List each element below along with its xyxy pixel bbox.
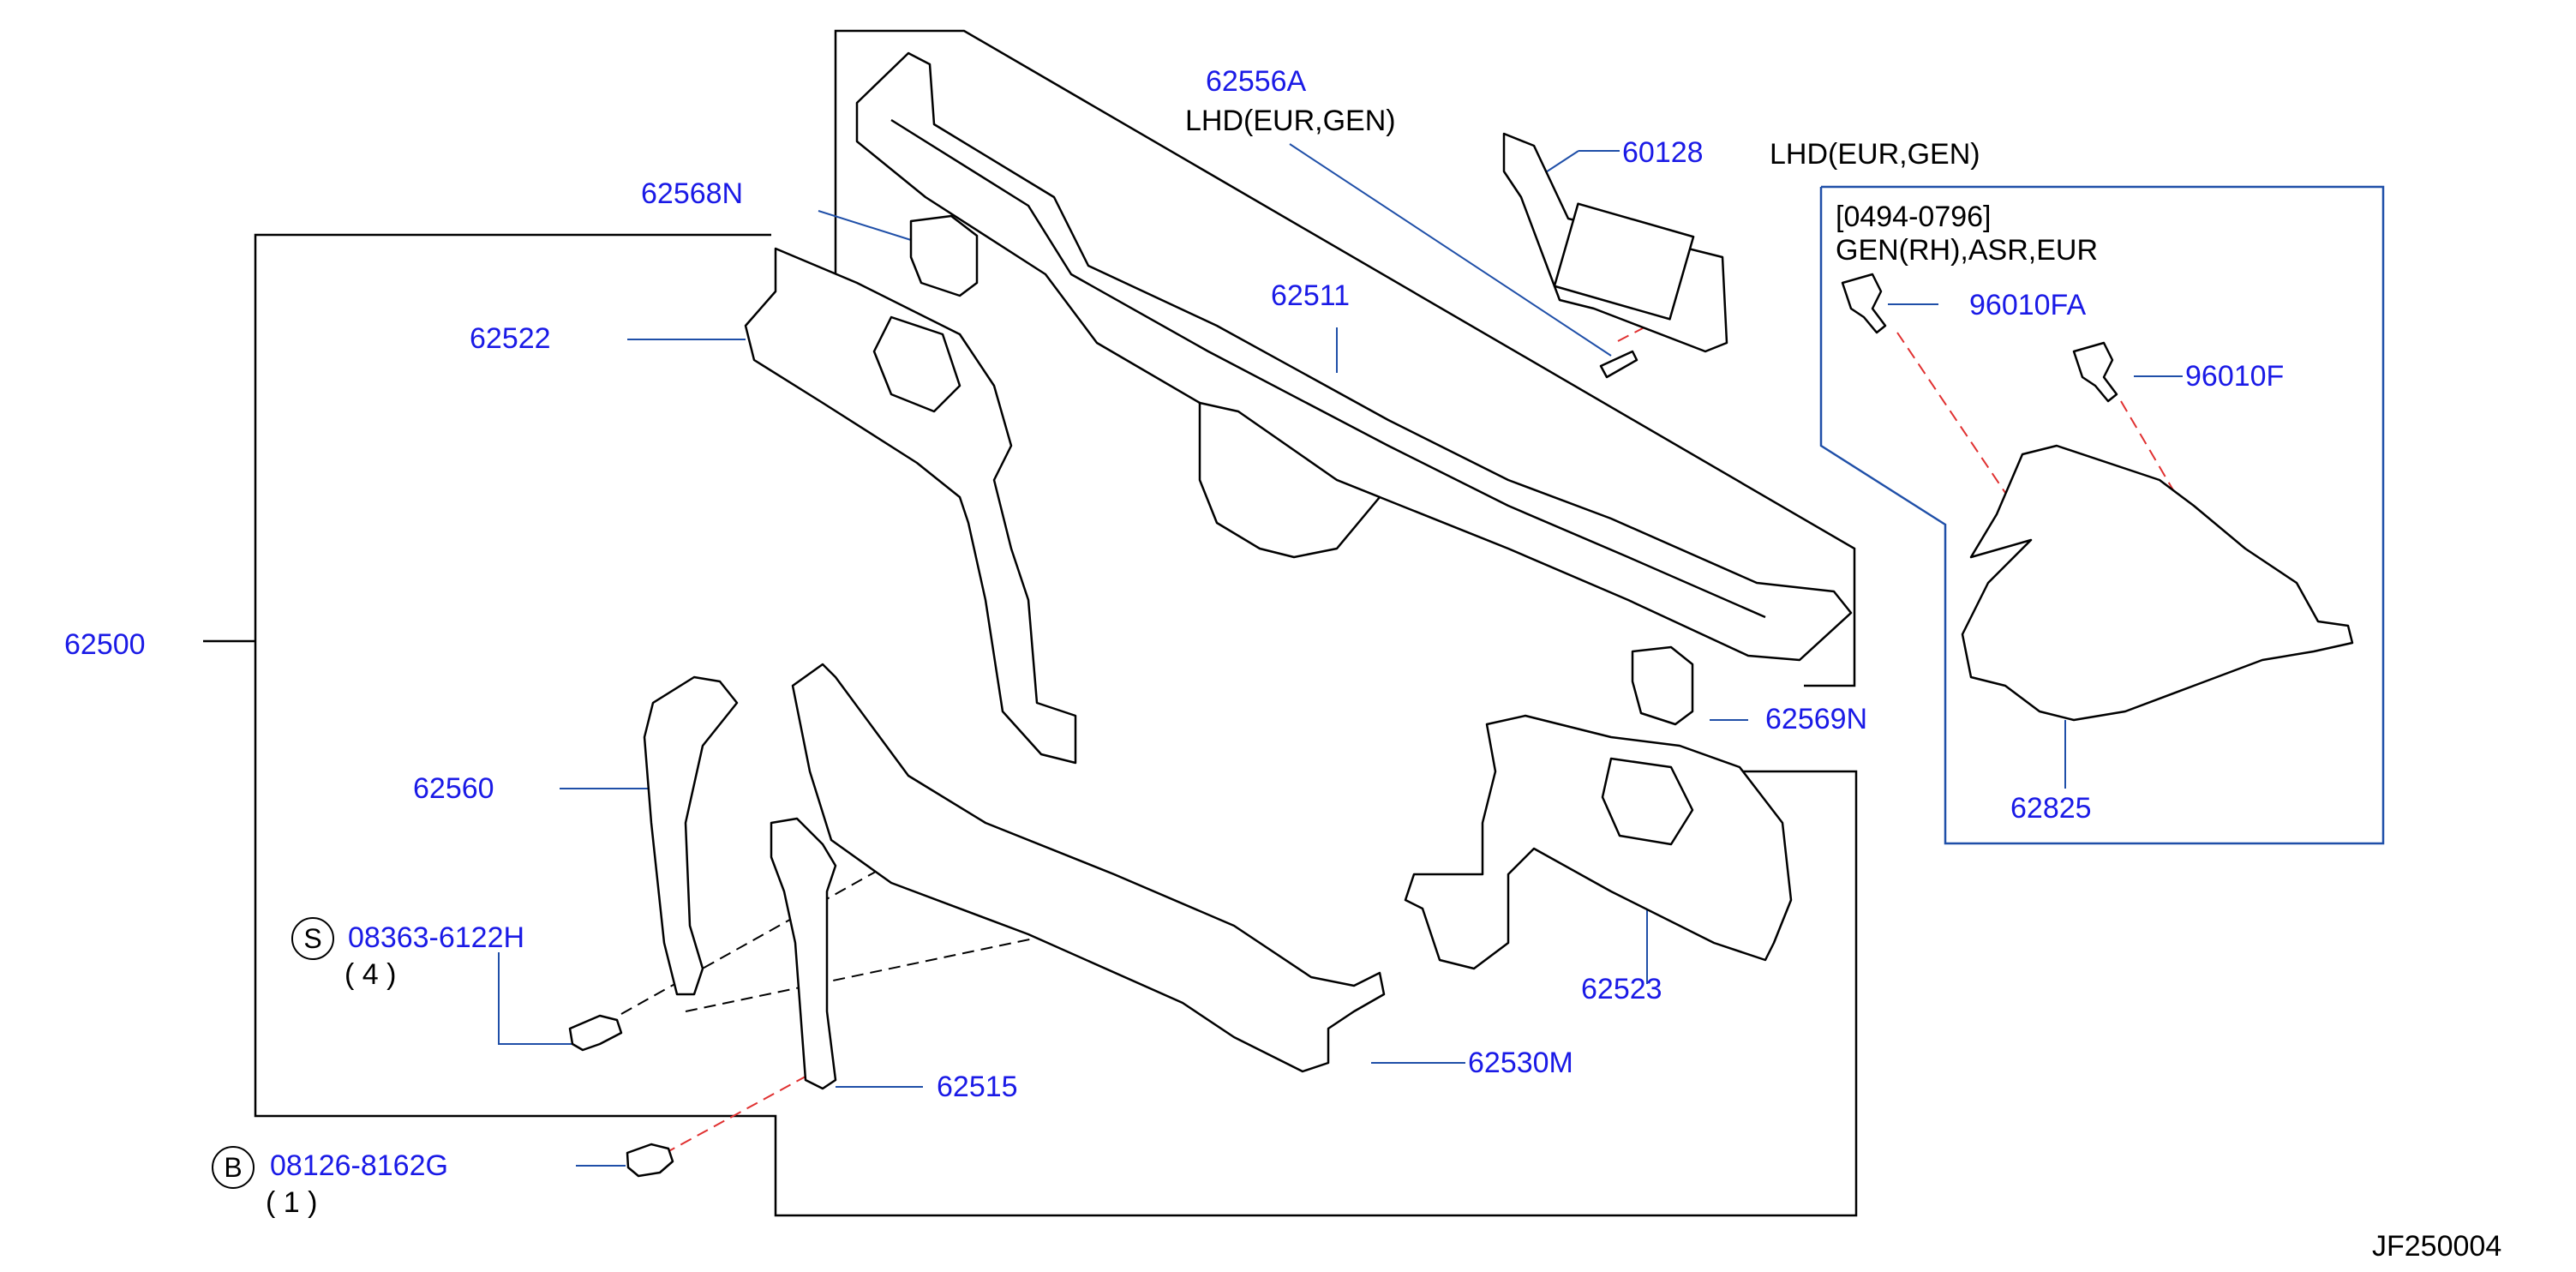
part-number-62522[interactable]: 62522 xyxy=(470,322,551,355)
screw-08363-6122H xyxy=(568,1014,623,1052)
part-number-60128[interactable]: 60128 xyxy=(1622,136,1704,169)
part-number-62568N[interactable]: 62568N xyxy=(641,177,744,210)
quantity-08126-8162G: ( 1 ) xyxy=(266,1186,318,1219)
group-frame-lines xyxy=(203,29,1858,1217)
part-number-08126-8162G[interactable]: 08126-8162G xyxy=(270,1149,448,1182)
part-number-62569N[interactable]: 62569N xyxy=(1765,703,1868,735)
side-member-62522 xyxy=(744,247,1077,765)
inset-date-range: [0494-0796] xyxy=(1836,201,1992,233)
part-number-62511[interactable]: 62511 xyxy=(1271,279,1351,312)
clip-96010F xyxy=(2072,341,2118,403)
side-member-62522-hole xyxy=(872,315,962,413)
part-number-96010F[interactable]: 96010F xyxy=(2185,360,2285,393)
part-number-62556A[interactable]: 62556A xyxy=(1206,65,1307,98)
part-number-62515[interactable]: 62515 xyxy=(937,1071,1018,1103)
bolt-symbol-b: B xyxy=(212,1146,255,1189)
black-dashed-lines xyxy=(620,848,1055,1015)
screw-62556A xyxy=(1599,350,1638,379)
part-number-62523[interactable]: 62523 xyxy=(1581,973,1662,1005)
upper-support-center-bracket xyxy=(1198,401,1381,559)
part-number-62500[interactable]: 62500 xyxy=(64,628,146,661)
strut-62515 xyxy=(770,817,837,1090)
part-drawings xyxy=(568,51,2354,1178)
leader-lines xyxy=(498,143,2183,1167)
side-member-62523-hole xyxy=(1601,757,1694,846)
inset-condition-note: GEN(RH),ASR,EUR xyxy=(1836,234,2099,267)
part-number-62825[interactable]: 62825 xyxy=(2010,792,2092,825)
note-62556A: LHD(EUR,GEN) xyxy=(1185,105,1396,137)
lower-member-62530M xyxy=(791,663,1386,1073)
upper-support-rib xyxy=(890,118,1766,619)
part-number-62560[interactable]: 62560 xyxy=(413,772,494,805)
part-number-62530M[interactable]: 62530M xyxy=(1468,1047,1573,1079)
diagram-id: JF250004 xyxy=(2372,1230,2502,1263)
clip-96010FA xyxy=(1841,273,1887,334)
note-60128: LHD(EUR,GEN) xyxy=(1770,138,1980,171)
side-member-62523 xyxy=(1404,714,1793,970)
bracket-62569N xyxy=(1631,645,1694,726)
upper-support-62511 xyxy=(855,51,1853,662)
bolt-08126-8162G xyxy=(626,1143,674,1178)
screw-symbol-s: S xyxy=(291,917,334,960)
strut-62560 xyxy=(643,675,739,996)
part-number-08363-6122H[interactable]: 08363-6122H xyxy=(348,921,525,954)
part-number-96010FA[interactable]: 96010FA xyxy=(1969,289,2087,321)
quantity-08363-6122H: ( 4 ) xyxy=(344,958,397,991)
inset-box-frame xyxy=(1819,185,2385,845)
shield-62825 xyxy=(1961,444,2354,722)
bracket-62568N xyxy=(909,214,979,297)
plate-60128-label xyxy=(1553,202,1695,321)
